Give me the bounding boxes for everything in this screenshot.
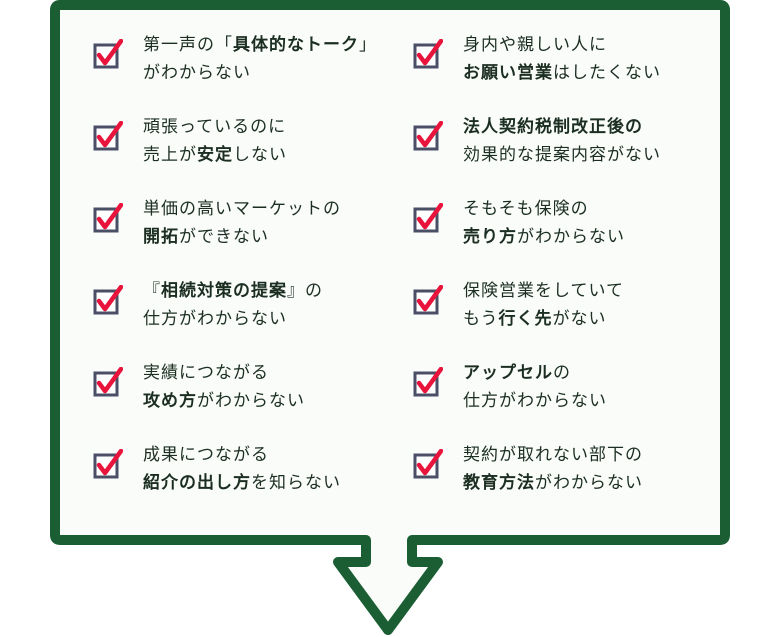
text-segment: 仕方がわからない [143, 309, 287, 329]
emphasis-text: お願い営業 [463, 63, 553, 83]
text-segment: 成果につながる [143, 445, 269, 465]
emphasis-text: 攻め方 [143, 391, 197, 411]
text-segment: しない [233, 145, 287, 165]
text-line: 成果につながる [143, 441, 341, 469]
checked-checkbox-icon [93, 285, 123, 315]
emphasis-text: 開拓 [143, 227, 179, 247]
text-segment: そもそも保険の [463, 199, 589, 219]
checklist-item-text: そもそも保険の売り方がわからない [463, 195, 625, 251]
checklist-item-text: 第一声の「具体的なトーク」がわからない [143, 31, 377, 87]
emphasis-text: 行く先 [498, 309, 553, 329]
text-segment: はしたくない [553, 63, 661, 83]
checked-checkbox-icon [93, 39, 123, 69]
checked-checkbox-icon [93, 121, 123, 151]
checklist-item-text: 成果につながる紹介の出し方を知らない [143, 441, 341, 497]
text-segment: 仕方がわからない [463, 391, 607, 411]
text-line: 頑張っているのに [143, 113, 287, 141]
text-segment: 契約が取れない部下の [463, 445, 643, 465]
emphasis-text: 安定 [197, 145, 233, 165]
checklist-item-text: 『相続対策の提案』の仕方がわからない [143, 277, 323, 333]
checked-checkbox-icon [413, 203, 443, 233]
text-line: 仕方がわからない [463, 387, 607, 415]
emphasis-text: 紹介の出し方 [143, 473, 251, 493]
text-line: 売上が安定しない [143, 141, 287, 169]
checklist-item-text: 保険営業をしていてもう行く先がない [463, 277, 624, 333]
text-line: 第一声の「具体的なトーク」 [143, 31, 377, 59]
emphasis-text: アップセル [463, 363, 553, 383]
checklist-item-text: 契約が取れない部下の教育方法がわからない [463, 441, 643, 497]
text-line: 実績につながる [143, 359, 305, 387]
checked-checkbox-icon [413, 367, 443, 397]
text-segment: 身内や親しい人に [463, 35, 607, 55]
emphasis-text: 教育方法 [463, 473, 535, 493]
checked-checkbox-icon [93, 367, 123, 397]
text-segment: 第一声の「 [143, 35, 233, 55]
text-line: 契約が取れない部下の [463, 441, 643, 469]
emphasis-text: 相続対策の提案 [161, 281, 287, 301]
text-segment: 『 [143, 281, 161, 301]
text-segment: 売上が [143, 145, 197, 165]
text-line: もう行く先がない [463, 305, 624, 333]
text-line: 効果的な提案内容がない [463, 141, 661, 169]
checked-checkbox-icon [93, 449, 123, 479]
checked-checkbox-icon [413, 121, 443, 151]
text-segment: がない [552, 309, 607, 329]
text-line: 売り方がわからない [463, 223, 625, 251]
text-segment: 実績につながる [143, 363, 269, 383]
text-line: 攻め方がわからない [143, 387, 305, 415]
text-segment: の [553, 363, 571, 383]
text-segment: を知らない [251, 473, 341, 493]
text-line: 保険営業をしていて [463, 277, 624, 305]
checklist-item-text: 実績につながる攻め方がわからない [143, 359, 305, 415]
text-segment: がわからない [517, 227, 625, 247]
emphasis-text: 具体的なトーク [233, 35, 359, 55]
emphasis-text: 法人契約税制改正後の [463, 117, 643, 137]
text-segment: がわからない [197, 391, 305, 411]
checked-checkbox-icon [413, 449, 443, 479]
text-segment: がわからない [143, 63, 251, 83]
checklist-item-text: アップセルの仕方がわからない [463, 359, 607, 415]
checklist-item-text: 身内や親しい人にお願い営業はしたくない [463, 31, 661, 87]
text-segment: 単価の高いマーケットの [143, 199, 341, 219]
checked-checkbox-icon [413, 39, 443, 69]
text-line: 開拓ができない [143, 223, 341, 251]
text-segment: 効果的な提案内容がない [463, 145, 661, 165]
text-segment: 」 [359, 35, 377, 55]
checklist-item-text: 法人契約税制改正後の効果的な提案内容がない [463, 113, 661, 169]
checklist-item-text: 頑張っているのに売上が安定しない [143, 113, 287, 169]
text-line: 紹介の出し方を知らない [143, 469, 341, 497]
text-line: 法人契約税制改正後の [463, 113, 661, 141]
checked-checkbox-icon [413, 285, 443, 315]
text-segment: がわからない [535, 473, 643, 493]
text-line: がわからない [143, 59, 377, 87]
text-line: 『相続対策の提案』の [143, 277, 323, 305]
text-line: 身内や親しい人に [463, 31, 661, 59]
text-line: 単価の高いマーケットの [143, 195, 341, 223]
text-line: アップセルの [463, 359, 607, 387]
emphasis-text: 売り方 [463, 227, 517, 247]
checked-checkbox-icon [93, 203, 123, 233]
text-segment: 頑張っているのに [143, 117, 287, 137]
text-line: お願い営業はしたくない [463, 59, 661, 87]
checklist-item-text: 単価の高いマーケットの開拓ができない [143, 195, 341, 251]
text-line: 教育方法がわからない [463, 469, 643, 497]
text-segment: ができない [179, 227, 269, 247]
text-segment: 保険営業をしていて [463, 281, 624, 301]
text-segment: もう [463, 309, 499, 329]
text-segment: 』の [287, 281, 323, 301]
text-line: 仕方がわからない [143, 305, 323, 333]
text-line: そもそも保険の [463, 195, 625, 223]
